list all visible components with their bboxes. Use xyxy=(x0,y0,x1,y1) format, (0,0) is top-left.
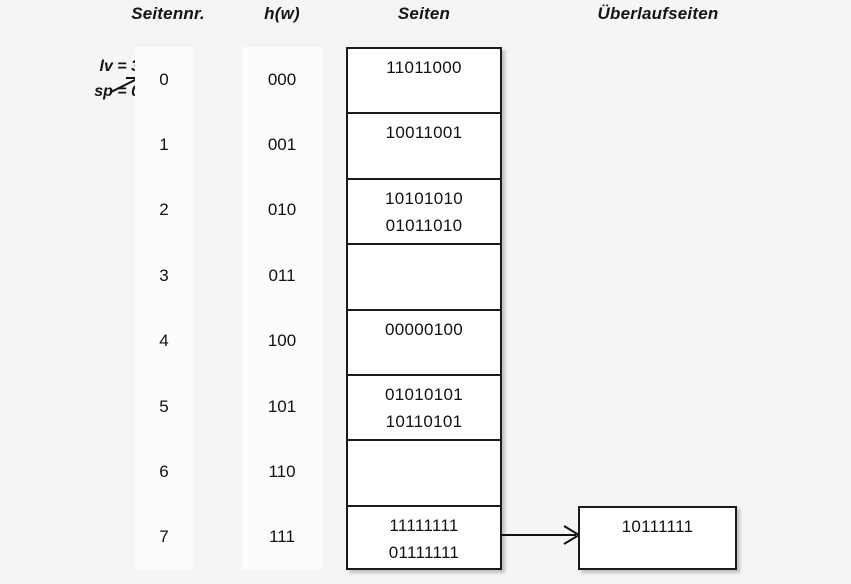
page-number-cell: 7 xyxy=(159,527,169,547)
hash-value-cell: 100 xyxy=(267,331,297,351)
page-number-cell: 4 xyxy=(159,331,169,351)
page-record: 10101010 xyxy=(384,188,464,208)
column-header-seiten: Seiten xyxy=(397,4,451,23)
page-record: 01011010 xyxy=(385,215,463,235)
page-record: 11011000 xyxy=(386,58,462,77)
hash-value-cell: 101 xyxy=(267,396,297,416)
column-header-ueberlaufseiten: Überlaufseiten xyxy=(597,4,719,23)
hash-parameters: lv = 3 sp = 0 xyxy=(40,54,140,104)
page-record: 01010101 xyxy=(384,384,464,404)
page-record: 00000100 xyxy=(384,319,464,339)
pages-container: 11011000 10011001 10101010 01011010 00000100… xyxy=(346,47,502,570)
page-number-cell: 1 xyxy=(159,135,169,155)
page-row: 10011001 xyxy=(348,114,500,180)
column-band-hash xyxy=(242,47,322,570)
hash-value-cell: 000 xyxy=(267,69,297,89)
hash-value-cell: 011 xyxy=(268,265,296,285)
hash-value-cell: 001 xyxy=(267,135,297,155)
column-header-hash-function: h(w) xyxy=(264,4,300,23)
parameter-lv: lv = 3 xyxy=(99,58,140,75)
page-row: 11111111 01111111 xyxy=(348,507,500,572)
page-number-cell: 5 xyxy=(159,396,169,416)
page-row xyxy=(348,441,500,507)
column-band-seitennr xyxy=(135,47,193,570)
page-number-cell: 3 xyxy=(159,265,169,285)
page-record: 10110101 xyxy=(385,411,463,431)
column-seitennr: 0 1 2 3 4 5 6 7 xyxy=(135,47,193,570)
page-record: 01111111 xyxy=(388,542,460,562)
page-row xyxy=(348,245,500,311)
hash-value-cell: 111 xyxy=(269,527,295,547)
hash-value-cell: 110 xyxy=(268,461,296,481)
page-number-cell: 6 xyxy=(159,461,169,481)
parameter-sp: sp = 0 xyxy=(94,83,140,100)
overflow-page: 10111111 xyxy=(578,506,737,570)
column-header-seitennr: Seitennr. xyxy=(131,4,205,23)
page-row: 11011000 xyxy=(348,49,500,115)
arrow-right-icon xyxy=(500,525,581,545)
column-hash-values: 000 001 010 011 100 101 110 111 xyxy=(242,47,322,570)
page-record: 10011001 xyxy=(385,123,463,143)
page-row: 10101010 01011010 xyxy=(348,180,500,246)
page-row: 01010101 10110101 xyxy=(348,376,500,442)
overflow-record: 10111111 xyxy=(621,517,694,536)
page-number-cell: 2 xyxy=(159,200,169,220)
page-number-cell: 0 xyxy=(159,69,169,89)
hash-value-cell: 010 xyxy=(267,200,297,220)
page-row: 00000100 xyxy=(348,311,500,376)
page-record: 11111111 xyxy=(389,515,459,535)
